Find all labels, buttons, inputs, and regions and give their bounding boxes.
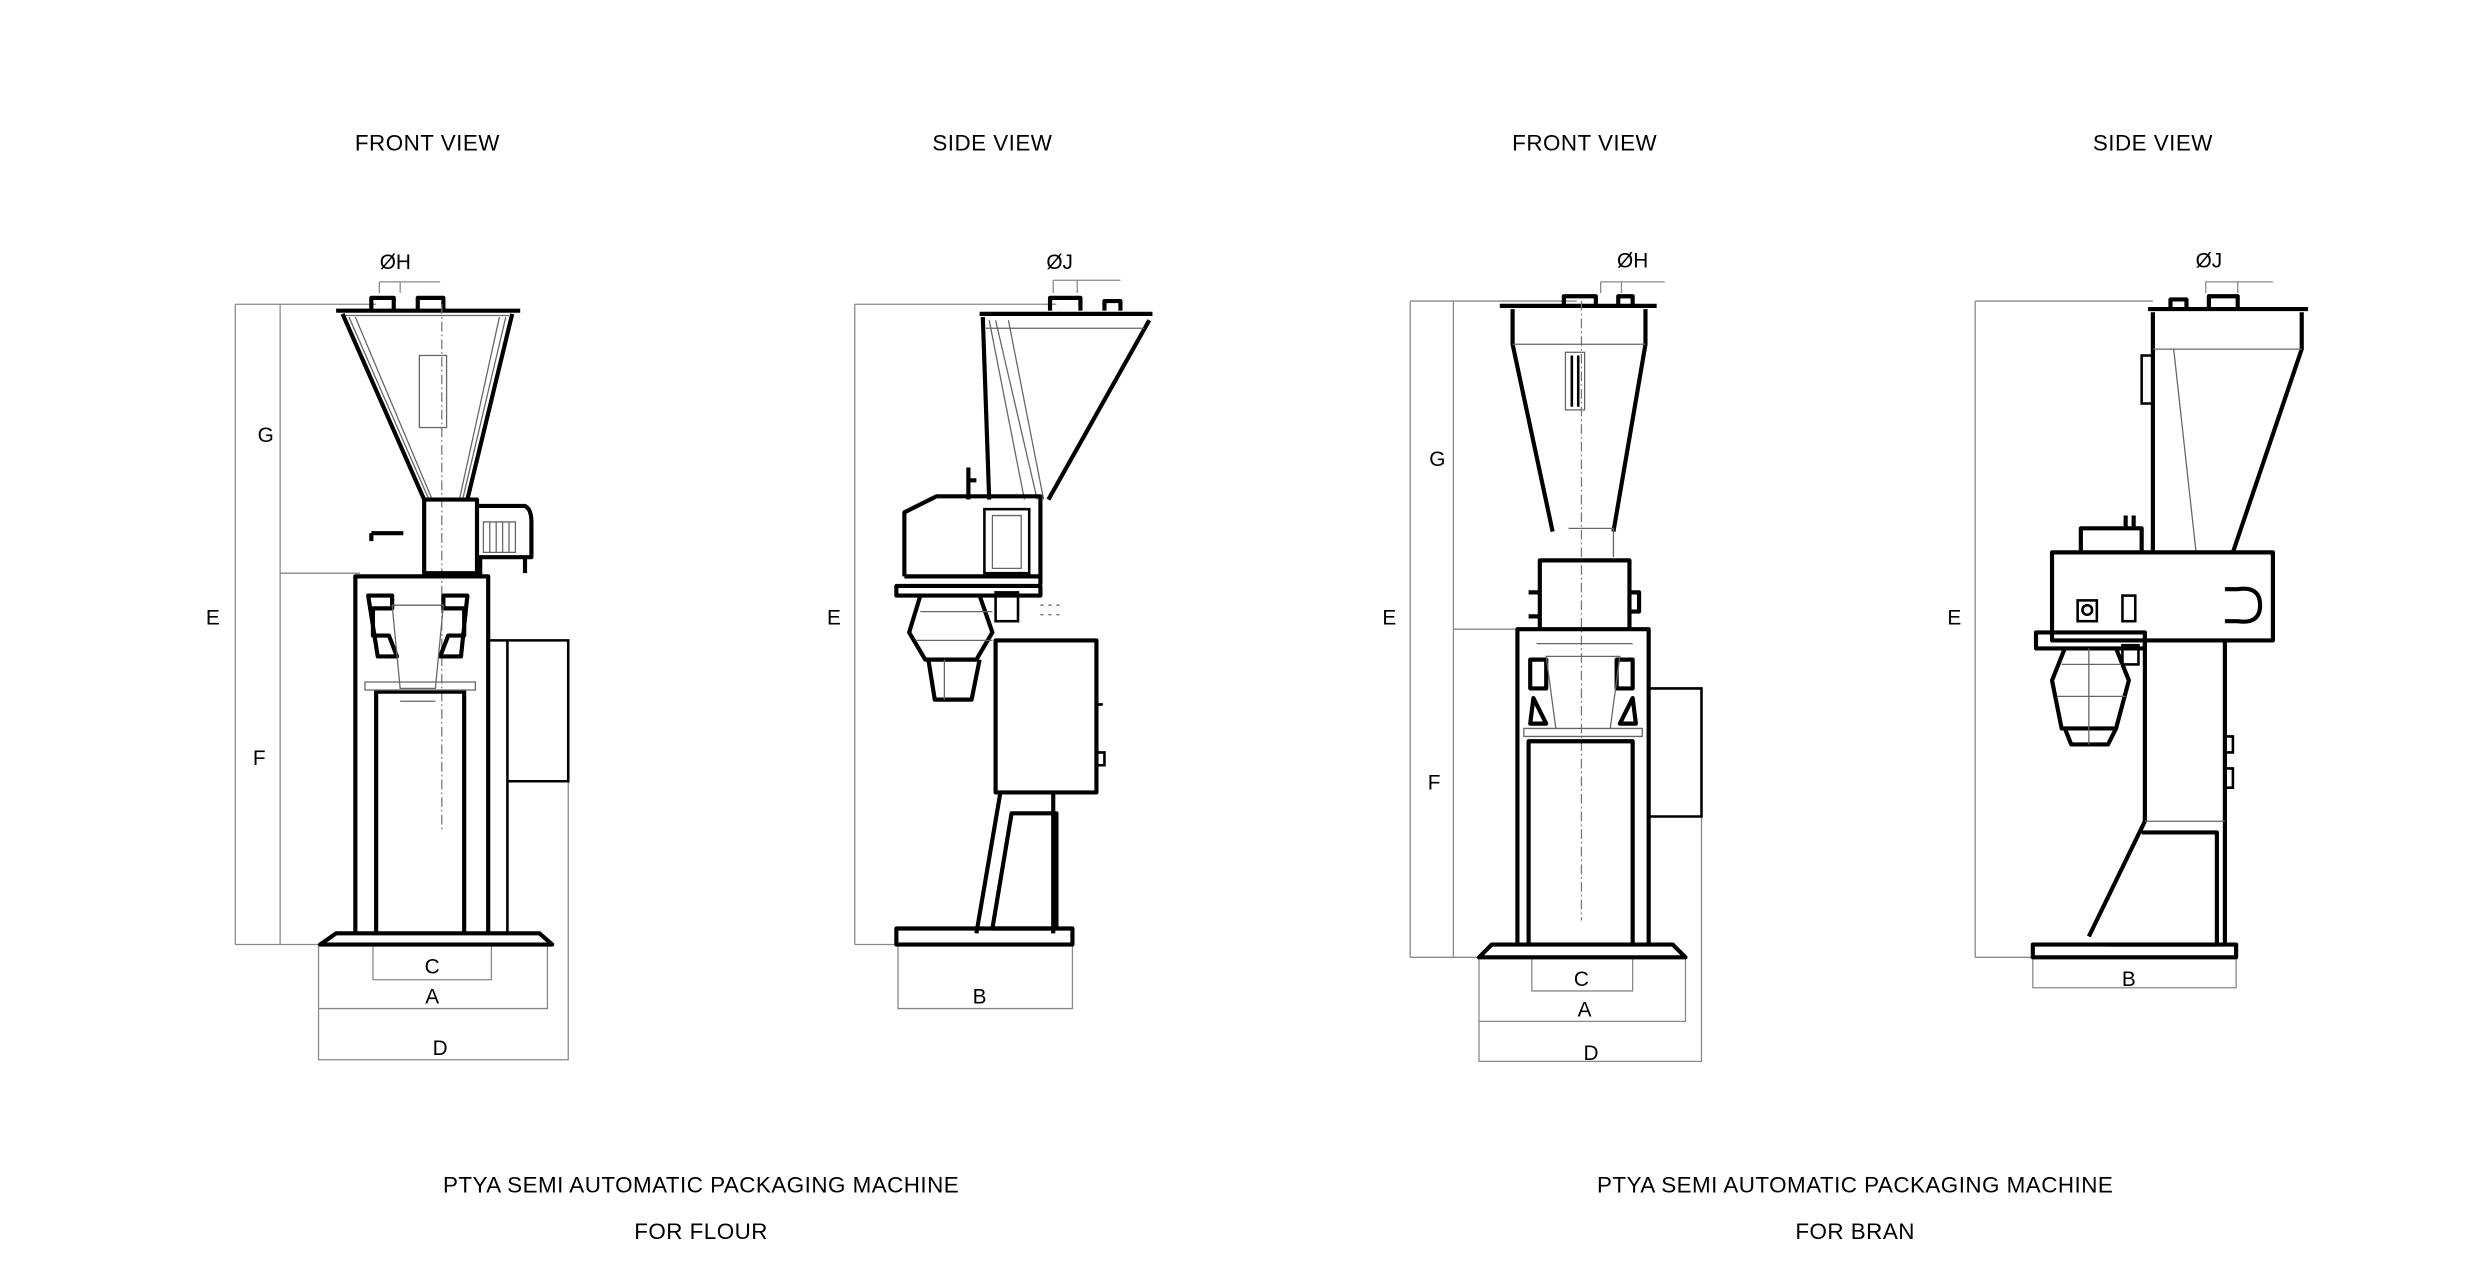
dimension-label-c: C bbox=[1574, 968, 1589, 991]
dimension-lines bbox=[234, 281, 569, 1061]
dimension-label-g: G bbox=[258, 424, 274, 447]
caption-subtitle: FOR FLOUR bbox=[634, 1219, 768, 1244]
dimension-label-c: C bbox=[425, 955, 440, 978]
dimension-label-oj: ØJ bbox=[2196, 249, 2223, 272]
dimension-label-d: D bbox=[1584, 1042, 1599, 1065]
caption-bran: PTYA SEMI AUTOMATIC PACKAGING MACHINE FO… bbox=[1597, 1173, 2113, 1244]
dimension-lines bbox=[1974, 281, 2273, 989]
dimension-label-b: B bbox=[2122, 968, 2136, 991]
dimension-label-g: G bbox=[1429, 448, 1445, 471]
view-title: FRONT VIEW bbox=[355, 131, 500, 156]
dimension-label-a: A bbox=[1578, 999, 1592, 1022]
flour-front-view: FRONT VIEW ØH E G F C A D bbox=[206, 131, 570, 1061]
caption-title: PTYA SEMI AUTOMATIC PACKAGING MACHINE bbox=[1597, 1173, 2113, 1198]
dimension-label-f: F bbox=[253, 747, 266, 770]
dimension-label-e: E bbox=[827, 606, 841, 629]
dimension-label-b: B bbox=[973, 986, 987, 1009]
machine-outline bbox=[2030, 294, 2309, 960]
bran-side-view: SIDE VIEW ØJ E B bbox=[1947, 131, 2309, 991]
dimension-label-d: D bbox=[433, 1037, 448, 1060]
machine-outline bbox=[894, 295, 1153, 947]
view-title: SIDE VIEW bbox=[932, 131, 1052, 156]
caption-flour: PTYA SEMI AUTOMATIC PACKAGING MACHINE FO… bbox=[443, 1173, 959, 1244]
dimension-lines bbox=[1409, 281, 1703, 1063]
dimension-label-oh: ØH bbox=[380, 251, 411, 274]
machine-outline bbox=[1476, 294, 1703, 960]
dimension-lines bbox=[854, 279, 1121, 1010]
dimension-label-oj: ØJ bbox=[1046, 251, 1073, 274]
dimension-label-f: F bbox=[1428, 771, 1441, 794]
view-title: FRONT VIEW bbox=[1512, 131, 1657, 156]
caption-subtitle: FOR BRAN bbox=[1795, 1219, 1915, 1244]
caption-title: PTYA SEMI AUTOMATIC PACKAGING MACHINE bbox=[443, 1173, 959, 1198]
view-title: SIDE VIEW bbox=[2093, 131, 2213, 156]
dimension-label-e: E bbox=[206, 606, 220, 629]
dimension-label-e: E bbox=[1382, 606, 1396, 629]
dimension-label-e: E bbox=[1947, 606, 1961, 629]
bran-front-view: FRONT VIEW ØH E G F C A D bbox=[1382, 131, 1703, 1065]
machine-outline bbox=[318, 295, 570, 947]
dimension-label-oh: ØH bbox=[1617, 249, 1648, 272]
dimension-label-a: A bbox=[425, 986, 439, 1009]
flour-side-view: SIDE VIEW ØJ E B bbox=[827, 131, 1153, 1010]
